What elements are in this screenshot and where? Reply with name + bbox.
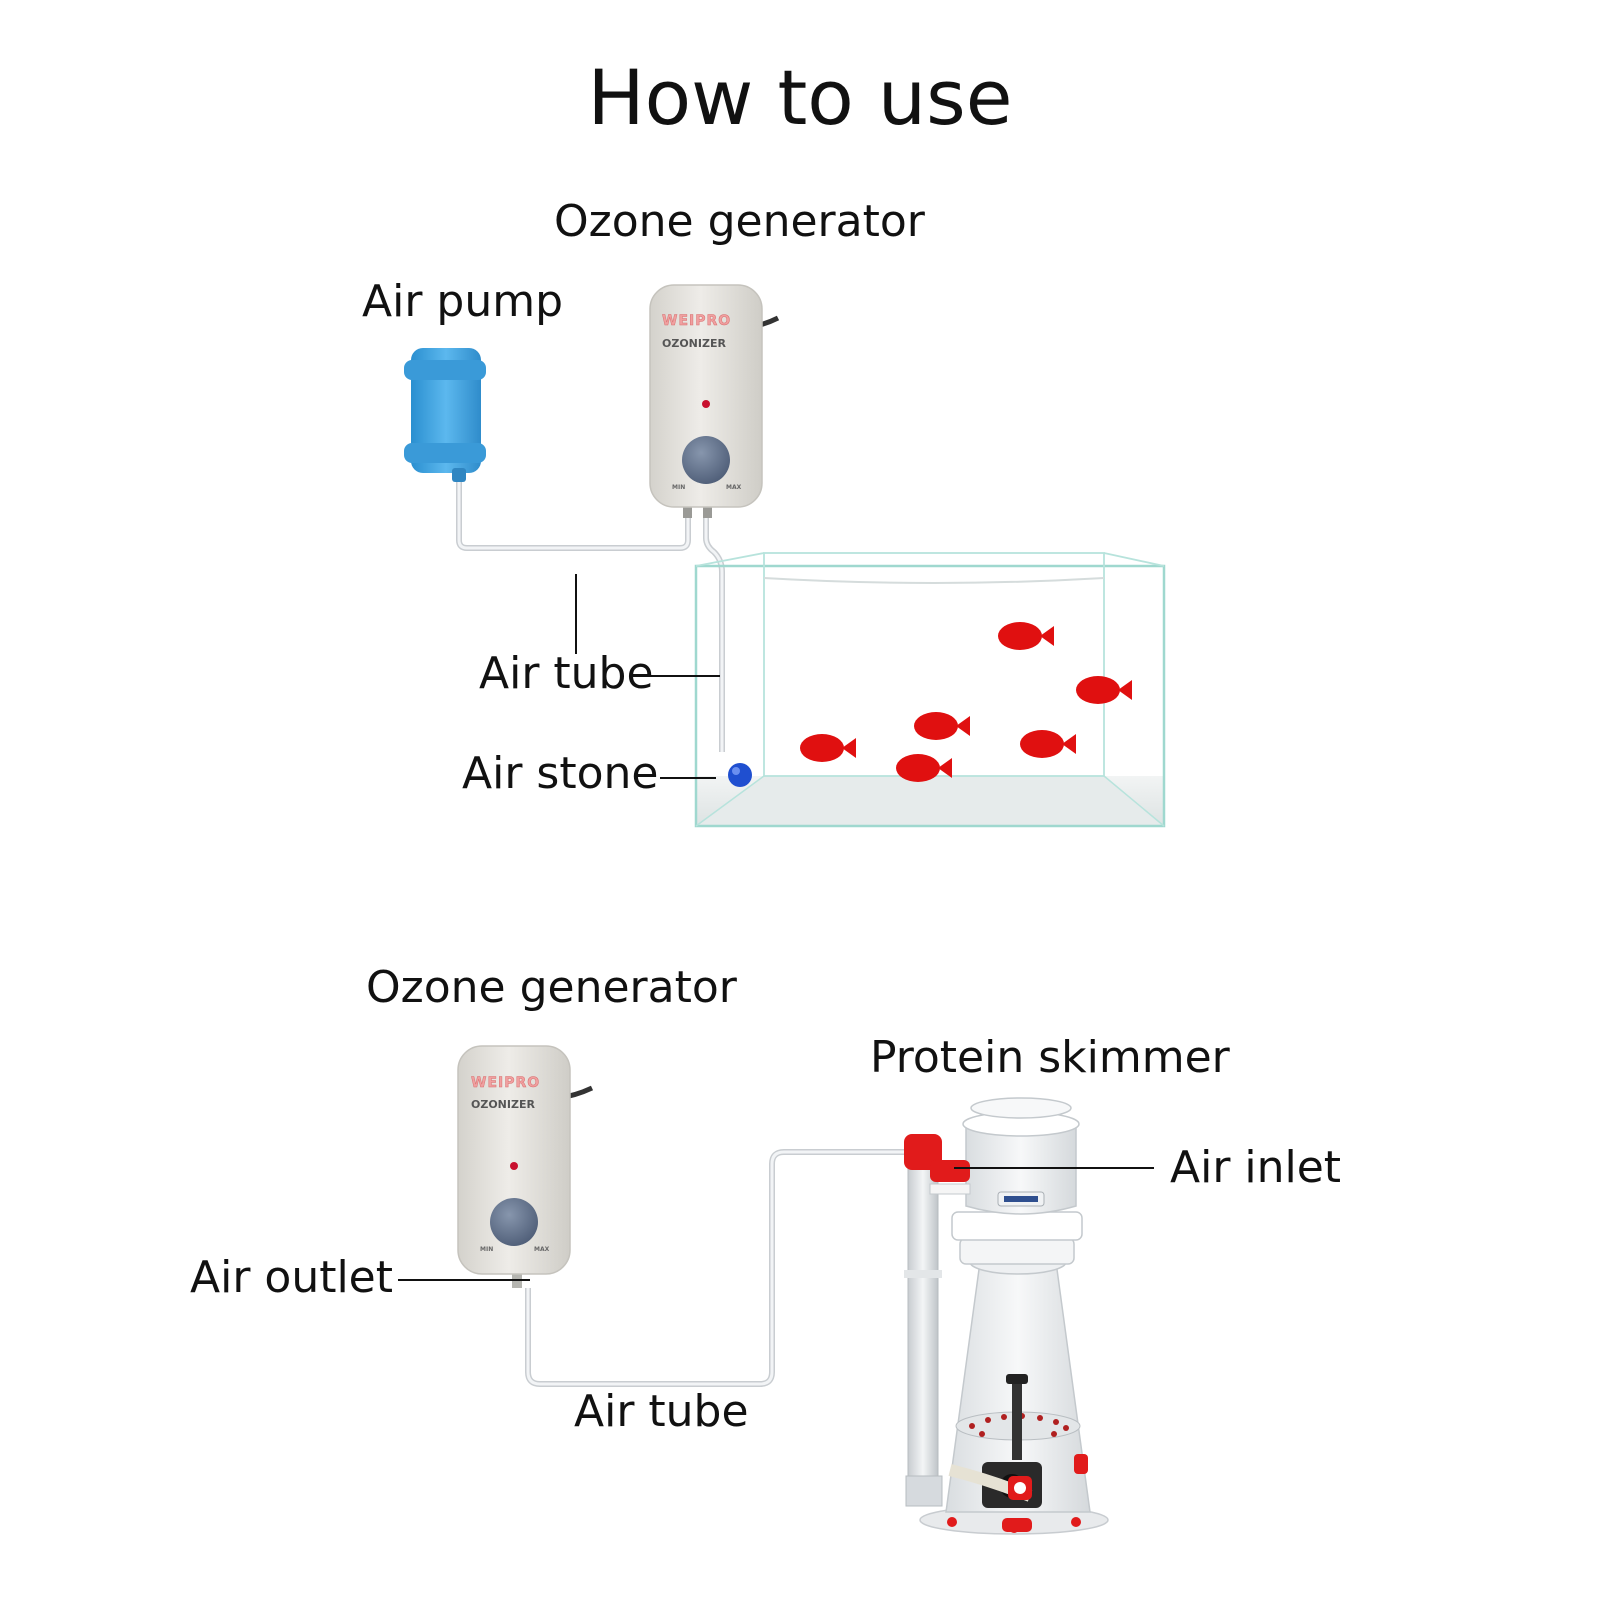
label-air-pump: Air pump (362, 276, 564, 327)
label-air-tube-top: Air tube (479, 648, 654, 699)
ozone-generator-top-icon: WEIPRO OZONIZER MIN MAX (649, 284, 780, 518)
label-air-tube-bottom: Air tube (574, 1386, 749, 1437)
fish-icon (800, 734, 856, 762)
page-title: How to use (587, 53, 1013, 142)
svg-text:WEIPRO: WEIPRO (471, 1075, 540, 1091)
fish-icon (896, 754, 952, 782)
fish-icon (1076, 676, 1132, 704)
fish-icon (998, 622, 1054, 650)
label-ozone-generator-top: Ozone generator (554, 196, 925, 247)
svg-text:OZONIZER: OZONIZER (471, 1098, 535, 1111)
svg-text:MIN: MIN (672, 484, 685, 491)
aquarium-tank-icon (694, 552, 1166, 828)
svg-text:MIN: MIN (480, 1246, 493, 1253)
fish-group (800, 622, 1132, 782)
label-air-stone: Air stone (462, 748, 659, 799)
label-air-outlet: Air outlet (190, 1252, 394, 1303)
fish-icon (1020, 730, 1076, 758)
ozone-generator-bottom-icon: WEIPRO OZONIZER MIN MAX (457, 1045, 594, 1288)
label-air-inlet: Air inlet (1170, 1142, 1342, 1193)
protein-skimmer-icon (904, 1097, 1109, 1535)
label-ozone-generator-bottom: Ozone generator (366, 962, 737, 1013)
svg-text:OZONIZER: OZONIZER (662, 337, 726, 350)
air-pump-icon (404, 348, 486, 482)
fish-icon (914, 712, 970, 740)
svg-text:MAX: MAX (534, 1246, 550, 1253)
air-stone-icon (728, 763, 752, 787)
svg-text:MAX: MAX (726, 484, 742, 491)
label-protein-skimmer: Protein skimmer (870, 1032, 1230, 1083)
svg-text:WEIPRO: WEIPRO (662, 313, 731, 329)
